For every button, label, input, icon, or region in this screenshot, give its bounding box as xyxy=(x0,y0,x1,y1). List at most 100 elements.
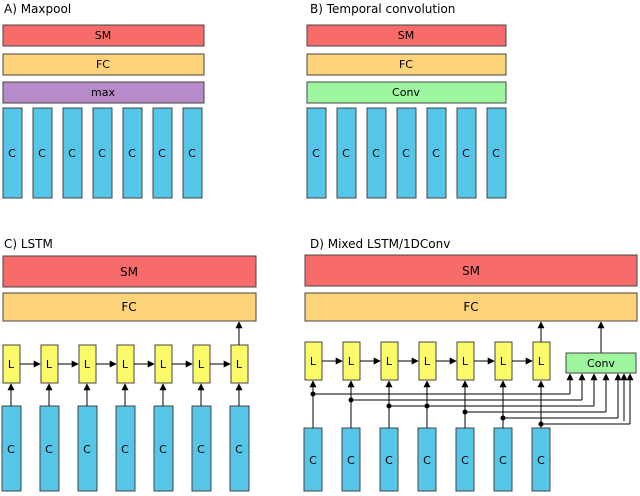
block-rect xyxy=(122,107,143,199)
block-label: C xyxy=(8,147,16,160)
block-rect xyxy=(456,107,477,199)
tconv-fc-label: FC xyxy=(399,58,413,71)
block-label: L xyxy=(462,355,469,368)
block-label: C xyxy=(537,454,545,467)
block-rect xyxy=(366,107,387,199)
lstm-input-arrows xyxy=(7,383,243,406)
block-rect xyxy=(306,107,327,199)
block-label: C xyxy=(7,443,15,456)
cnn-block: C xyxy=(229,405,250,492)
cnn-block: C xyxy=(493,427,513,492)
cnn-block: C xyxy=(1,405,22,492)
block-label: L xyxy=(122,358,129,371)
tconv-sm-label: SM xyxy=(398,29,414,42)
cnn-block: C xyxy=(153,405,174,492)
mixed-fc-block: FC xyxy=(304,292,638,322)
block-rect xyxy=(2,53,205,76)
cnn-block: C xyxy=(303,427,323,492)
block-rect xyxy=(306,53,507,76)
mixed-conv-label: Conv xyxy=(587,357,615,370)
lstm-cell: L xyxy=(304,341,323,381)
mixed-fc-label: FC xyxy=(463,300,478,314)
maxpool-max-label: max xyxy=(91,86,115,99)
panel-lstm: C) LSTM SM FC L L L L L L L xyxy=(1,237,257,492)
block-label: C xyxy=(312,147,320,160)
lstm-cell: L xyxy=(2,344,21,384)
mixed-junction-dots xyxy=(310,391,544,427)
block-rect xyxy=(152,107,173,199)
junction-dot xyxy=(310,391,316,397)
block-label: L xyxy=(310,355,317,368)
mixed-sm-block: SM xyxy=(304,254,638,287)
block-label: C xyxy=(38,147,46,160)
block-label: C xyxy=(499,454,507,467)
junction-dot xyxy=(348,397,354,403)
block-label: C xyxy=(83,443,91,456)
block-label: C xyxy=(372,147,380,160)
block-label: C xyxy=(121,443,129,456)
junction-dot xyxy=(386,403,392,409)
mixed-input-arrows xyxy=(309,380,545,428)
mixed-sm-label: SM xyxy=(462,264,480,278)
block-label: C xyxy=(68,147,76,160)
block-label: L xyxy=(84,358,91,371)
lstm-fc-block: FC xyxy=(2,292,257,322)
cnn-block: C xyxy=(77,405,98,492)
block-rect xyxy=(565,352,637,374)
block-label: C xyxy=(342,147,350,160)
block-label: L xyxy=(424,355,431,368)
block-label: C xyxy=(98,147,106,160)
mixed-conv-feed-lines xyxy=(313,393,630,425)
tconv-cnn-row: C C C C C C C xyxy=(306,107,507,199)
block-label: C xyxy=(309,454,317,467)
lstm-cell: L xyxy=(230,344,249,384)
lstm-cell-row: L L L L L L L xyxy=(2,344,249,384)
block-rect xyxy=(304,292,638,322)
junction-dot xyxy=(538,421,544,427)
block-label: L xyxy=(236,358,243,371)
panel-mixed-title: D) Mixed LSTM/1DConv xyxy=(310,237,450,251)
lstm-cnn-row: C C C C C C C xyxy=(1,405,250,492)
block-rect xyxy=(2,24,205,47)
tconv-fc-block: FC xyxy=(306,53,507,76)
lstm-cell: L xyxy=(456,341,475,381)
block-label: C xyxy=(423,454,431,467)
maxpool-sm-block: SM xyxy=(2,24,205,47)
block-label: L xyxy=(500,355,507,368)
cnn-block: C xyxy=(336,107,357,199)
block-label: C xyxy=(432,147,440,160)
block-rect xyxy=(62,107,83,199)
cnn-block: C xyxy=(39,405,60,492)
panel-maxpool: A) Maxpool SM FC max C C C C C C C xyxy=(2,2,205,199)
block-rect xyxy=(92,107,113,199)
cnn-block: C xyxy=(455,427,475,492)
lstm-cell: L xyxy=(116,344,135,384)
cnn-block: C xyxy=(396,107,417,199)
cnn-block: C xyxy=(32,107,53,199)
cnn-block: C xyxy=(341,427,361,492)
block-label: L xyxy=(348,355,355,368)
block-label: L xyxy=(538,355,545,368)
lstm-cell: L xyxy=(192,344,211,384)
cnn-block: C xyxy=(531,427,551,492)
maxpool-fc-block: FC xyxy=(2,53,205,76)
tconv-conv-label: Conv xyxy=(392,86,420,99)
cnn-block: C xyxy=(122,107,143,199)
cnn-block: C xyxy=(366,107,387,199)
block-rect xyxy=(336,107,357,199)
lstm-sm-block: SM xyxy=(2,255,257,288)
block-rect xyxy=(304,254,638,287)
block-label: C xyxy=(159,443,167,456)
block-label: C xyxy=(385,454,393,467)
block-label: C xyxy=(128,147,136,160)
block-rect xyxy=(306,81,507,104)
cnn-block: C xyxy=(182,107,203,199)
cnn-block: C xyxy=(115,405,136,492)
tconv-sm-block: SM xyxy=(306,24,507,47)
block-label: C xyxy=(45,443,53,456)
block-label: L xyxy=(46,358,53,371)
cnn-block: C xyxy=(306,107,327,199)
block-rect xyxy=(2,81,205,104)
cnn-block: C xyxy=(417,427,437,492)
